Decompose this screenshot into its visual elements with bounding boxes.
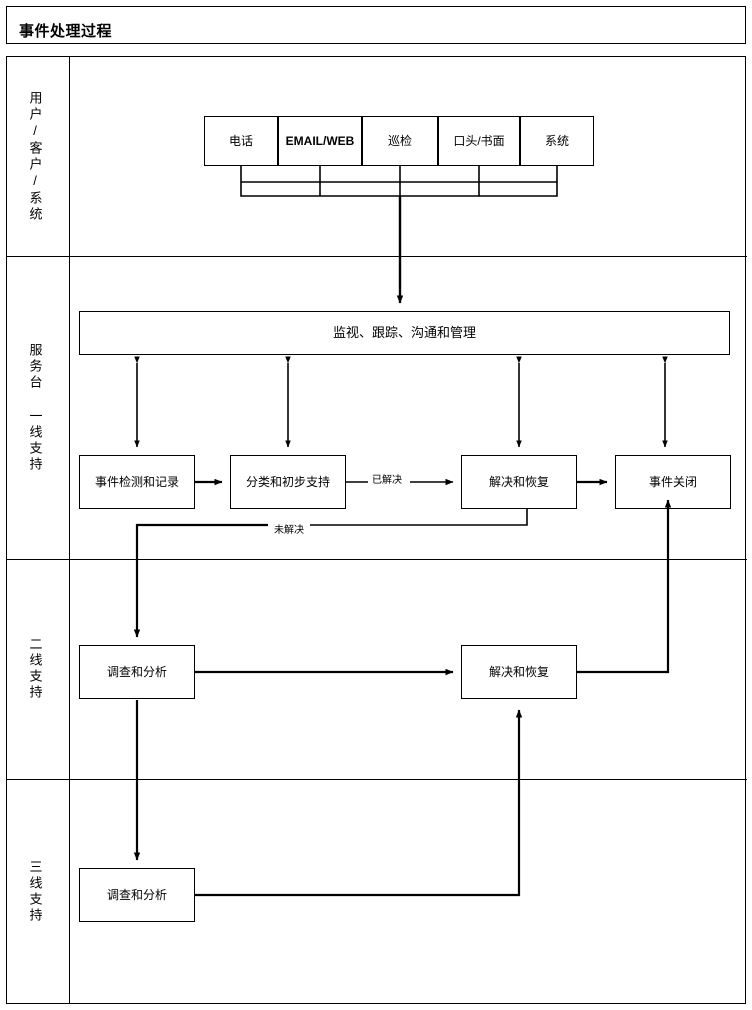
source-box-system[interactable]: 系统 [520,116,594,166]
source-box-email-web[interactable]: EMAIL/WEB [278,116,362,166]
process-incident-closure[interactable]: 事件关闭 [615,455,731,509]
title-bar: 事件处理过程 [6,6,746,44]
lane-label-user: 用户/客户/系统 [27,90,43,223]
management-bar[interactable]: 监视、跟踪、沟通和管理 [79,311,730,355]
process-investigation-third-line[interactable]: 调查和分析 [79,868,195,922]
lane-label-servicedesk: 服务台 一线支持 [27,342,43,473]
lane-label-column-divider [69,57,70,1003]
swimlane-grid: 用户/客户/系统 服务台 一线支持 二线支持 三线支持 [6,56,747,1004]
page-title: 事件处理过程 [19,23,113,40]
edge-label-unresolved: 未解决 [272,521,306,536]
lane-divider-2 [7,559,747,560]
lane-divider-3 [7,779,747,780]
process-investigation-second-line[interactable]: 调查和分析 [79,645,195,699]
process-resolution-first-line[interactable]: 解决和恢复 [461,455,577,509]
source-box-phone[interactable]: 电话 [204,116,278,166]
lane-label-second-line: 二线支持 [27,637,43,701]
edge-label-resolved: 已解决 [370,471,404,486]
source-box-verbal-written[interactable]: 口头/书面 [438,116,520,166]
process-classification[interactable]: 分类和初步支持 [230,455,346,509]
process-incident-detection[interactable]: 事件检测和记录 [79,455,195,509]
lane-divider-1 [7,256,747,257]
source-box-patrol[interactable]: 巡检 [362,116,438,166]
lane-label-third-line: 三线支持 [27,860,43,924]
process-resolution-second-line[interactable]: 解决和恢复 [461,645,577,699]
